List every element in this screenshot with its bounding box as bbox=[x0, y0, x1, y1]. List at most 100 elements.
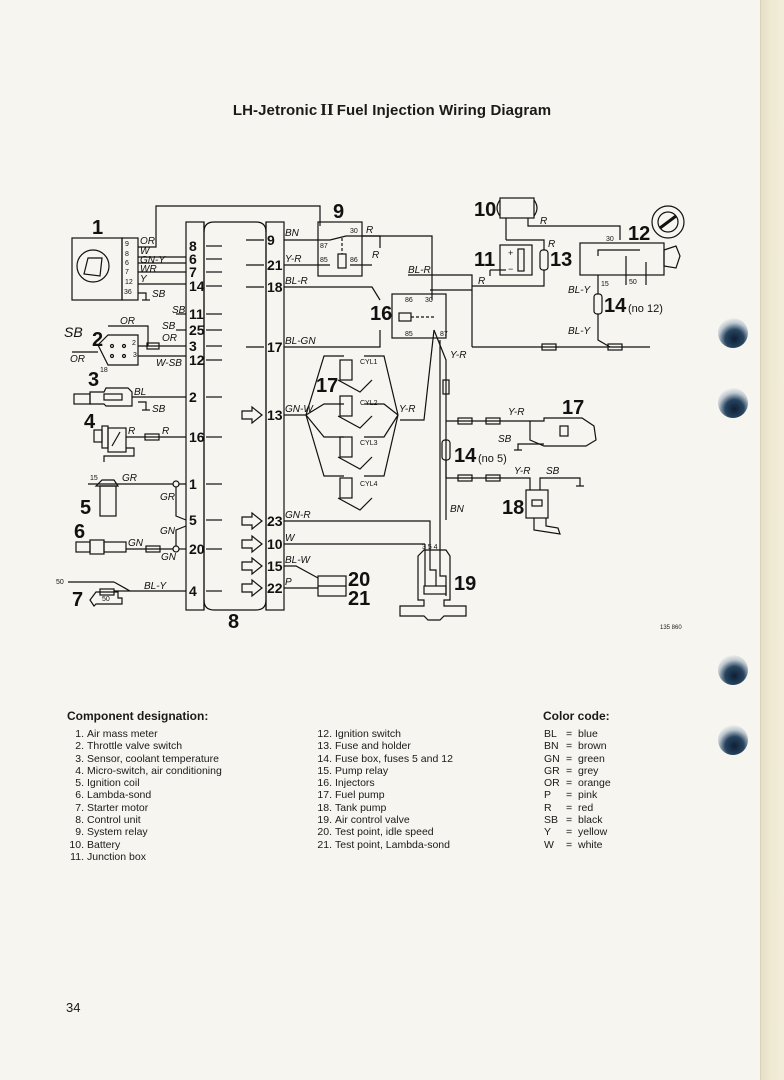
svg-text:36: 36 bbox=[124, 289, 132, 296]
wire-or: OR bbox=[120, 316, 135, 327]
color-code: R bbox=[544, 801, 552, 814]
component-number: 18. bbox=[317, 801, 332, 814]
pin-right-23: 23 bbox=[267, 513, 283, 529]
wire-bl-y-ign-2: BL-Y bbox=[568, 326, 592, 337]
svg-text:30: 30 bbox=[606, 236, 614, 243]
pin-left-7: 7 bbox=[189, 264, 197, 280]
component-label: Ignition switch bbox=[335, 728, 401, 740]
wire-or-2: OR bbox=[162, 333, 177, 344]
micro-switch-ac bbox=[93, 425, 135, 462]
component-number: 21. bbox=[317, 838, 332, 851]
wire-bn-19: BN bbox=[450, 504, 465, 515]
wire-r: R bbox=[128, 426, 135, 437]
component-label: Starter motor bbox=[87, 801, 149, 814]
equals-sign: = bbox=[566, 764, 573, 777]
svg-text:18: 18 bbox=[100, 367, 108, 374]
output-arrow-icon bbox=[241, 511, 263, 531]
test-points bbox=[317, 575, 347, 597]
svg-text:7: 7 bbox=[125, 269, 129, 276]
component-label: Sensor, coolant temperature bbox=[87, 752, 219, 765]
pin-right-22: 22 bbox=[267, 580, 283, 596]
title-suffix: Fuel Injection Wiring Diagram bbox=[336, 102, 552, 119]
component-item: 3.Sensor, coolant temperature bbox=[68, 753, 222, 765]
color-code: SB bbox=[544, 814, 559, 827]
component-label: Tank pump bbox=[335, 801, 387, 814]
wire-r-fuse: R bbox=[548, 239, 555, 250]
component-number: 3. bbox=[75, 752, 84, 765]
component-number: 20. bbox=[317, 826, 332, 839]
component-item: 11.Junction box bbox=[68, 851, 222, 863]
color-name: blue bbox=[578, 728, 598, 740]
component-item: 9.System relay bbox=[68, 826, 222, 838]
starter-terminal: 50 bbox=[102, 596, 110, 603]
wire-bl: BL bbox=[134, 387, 146, 398]
handwritten-sb: SB bbox=[64, 324, 83, 340]
component-number: 4. bbox=[75, 764, 84, 777]
handwritten-50: 50 bbox=[56, 579, 64, 586]
svg-text:86: 86 bbox=[405, 297, 413, 304]
color-name: pink bbox=[578, 789, 598, 802]
svg-text:2: 2 bbox=[132, 340, 136, 347]
component-label: Injectors bbox=[335, 777, 375, 790]
note-no5: (no 5) bbox=[478, 453, 507, 465]
equals-sign: = bbox=[566, 740, 573, 753]
wire-bl-y-ign: BL-Y bbox=[568, 285, 592, 296]
component-number: 1. bbox=[75, 728, 84, 740]
component-item: 12.Ignition switch bbox=[316, 728, 453, 740]
junction-box bbox=[496, 197, 621, 240]
wire-gr-2: GR bbox=[160, 492, 175, 503]
component-item: 15.Pump relay bbox=[316, 765, 453, 777]
component-number: 5. bbox=[75, 777, 84, 790]
output-arrow-icon bbox=[241, 405, 263, 425]
wire-w-sb: W-SB bbox=[156, 358, 182, 369]
wire-sb-11: SB bbox=[172, 305, 186, 316]
color-name: black bbox=[578, 814, 603, 827]
label-14-b: 14 bbox=[454, 445, 477, 467]
equals-sign: = bbox=[566, 728, 573, 740]
color-code-heading: Color code: bbox=[543, 709, 610, 723]
component-item: 20.Test point, idle speed bbox=[316, 826, 453, 838]
component-number: 10. bbox=[69, 838, 84, 851]
pump-relay bbox=[391, 274, 473, 339]
label-4: 4 bbox=[84, 411, 96, 433]
color-item: R=red bbox=[544, 802, 611, 814]
right-wire-labels: BN Y-R BL-R BL-GN GN-W GN-R W BL-W P bbox=[285, 228, 316, 588]
component-label: Pump relay bbox=[335, 764, 389, 777]
svg-text:8: 8 bbox=[125, 251, 129, 258]
label-2: 2 bbox=[92, 329, 103, 351]
wire-bl-r-pump: BL-R bbox=[408, 265, 431, 276]
color-name: grey bbox=[578, 764, 599, 777]
mass-meter-wire-labels: OR W GN-Y WR Y SB bbox=[140, 236, 166, 300]
svg-text:CYL1: CYL1 bbox=[360, 359, 378, 366]
equals-sign: = bbox=[566, 814, 573, 827]
pin-left-12: 12 bbox=[189, 352, 205, 368]
handwritten-or: OR bbox=[70, 354, 85, 365]
air-control-valve bbox=[399, 544, 467, 621]
component-item: 5.Ignition coil bbox=[68, 777, 222, 789]
svg-text:GN-Y: GN-Y bbox=[140, 255, 166, 266]
label-1: 1 bbox=[92, 217, 103, 239]
wire-sb-18: SB bbox=[546, 466, 560, 477]
component-number: 12. bbox=[317, 728, 332, 740]
battery-plus: + bbox=[508, 248, 513, 258]
color-item: BL=blue bbox=[544, 728, 611, 740]
binder-hole bbox=[718, 655, 748, 685]
pin-right-21: 21 bbox=[267, 257, 283, 273]
pin-right-15: 15 bbox=[267, 558, 283, 574]
equals-sign: = bbox=[566, 838, 573, 851]
svg-text:15: 15 bbox=[601, 281, 609, 288]
battery-minus: − bbox=[508, 264, 513, 274]
component-number: 19. bbox=[317, 814, 332, 827]
injector-labels: CYL1 CYL2 CYL3 CYL4 bbox=[360, 359, 378, 488]
color-item: GN=green bbox=[544, 753, 611, 765]
component-number: 9. bbox=[75, 826, 84, 839]
pin-left-1: 1 bbox=[189, 476, 197, 492]
label-21: 21 bbox=[348, 588, 370, 610]
svg-text:12: 12 bbox=[125, 279, 133, 286]
component-item: 4.Micro-switch, air conditioning bbox=[68, 765, 222, 777]
svg-text:BL-GN: BL-GN bbox=[285, 336, 316, 347]
svg-text:P: P bbox=[285, 577, 292, 588]
color-item: OR=orange bbox=[544, 777, 611, 789]
throttle-valve-switch bbox=[97, 334, 139, 366]
svg-text:OR: OR bbox=[140, 236, 155, 247]
